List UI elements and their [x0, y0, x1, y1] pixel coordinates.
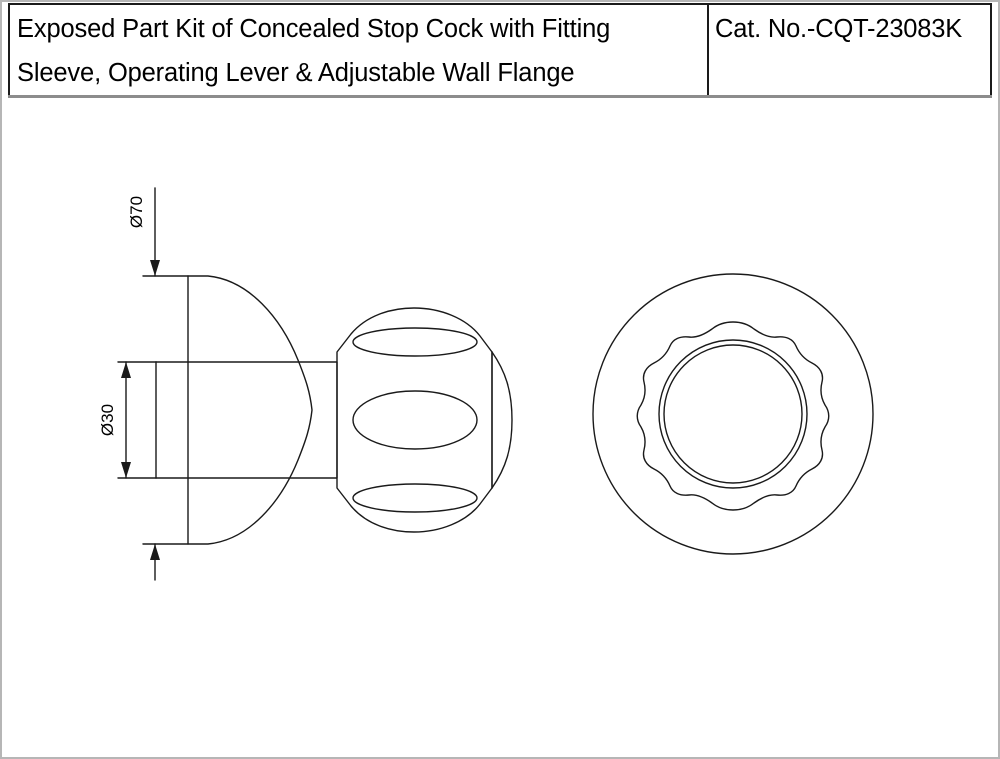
title-line-1: Exposed Part Kit of Concealed Stop Cock … [17, 15, 611, 43]
title-block-catalog-cell: Cat. No.-CQT-23083K [709, 5, 990, 95]
dia70-arrow-bottom [150, 544, 160, 560]
side-view [155, 275, 513, 545]
title-block-separator [8, 95, 992, 98]
front-hub-inner-circle [663, 344, 803, 484]
operating-lever-body [336, 307, 493, 533]
dimension-dia30 [117, 361, 157, 479]
dia30-arrow-top [121, 362, 131, 378]
dimension-dia70 [142, 187, 189, 581]
dia30-label: Ø30 [98, 404, 117, 436]
title-line-2: Sleeve, Operating Lever & Adjustable Wal… [17, 59, 575, 87]
grip-oval-middle [352, 390, 478, 450]
title-block: Exposed Part Kit of Concealed Stop Cock … [8, 3, 992, 97]
dia30-arrow-bottom [121, 462, 131, 478]
front-hub-outer-circle [658, 339, 808, 489]
front-view [592, 273, 874, 555]
wall-flange-profile [187, 275, 313, 545]
title-block-description-cell: Exposed Part Kit of Concealed Stop Cock … [10, 5, 709, 95]
front-wall-flange-outer-circle [592, 273, 874, 555]
grip-oval-top [352, 327, 478, 357]
dia70-label: Ø70 [127, 196, 146, 228]
dia70-arrow-top [150, 260, 160, 276]
operating-lever-cap [491, 351, 513, 489]
front-operating-lever-lobes [636, 321, 830, 511]
catalog-number: Cat. No.-CQT-23083K [715, 15, 963, 43]
grip-oval-bottom [352, 483, 478, 513]
